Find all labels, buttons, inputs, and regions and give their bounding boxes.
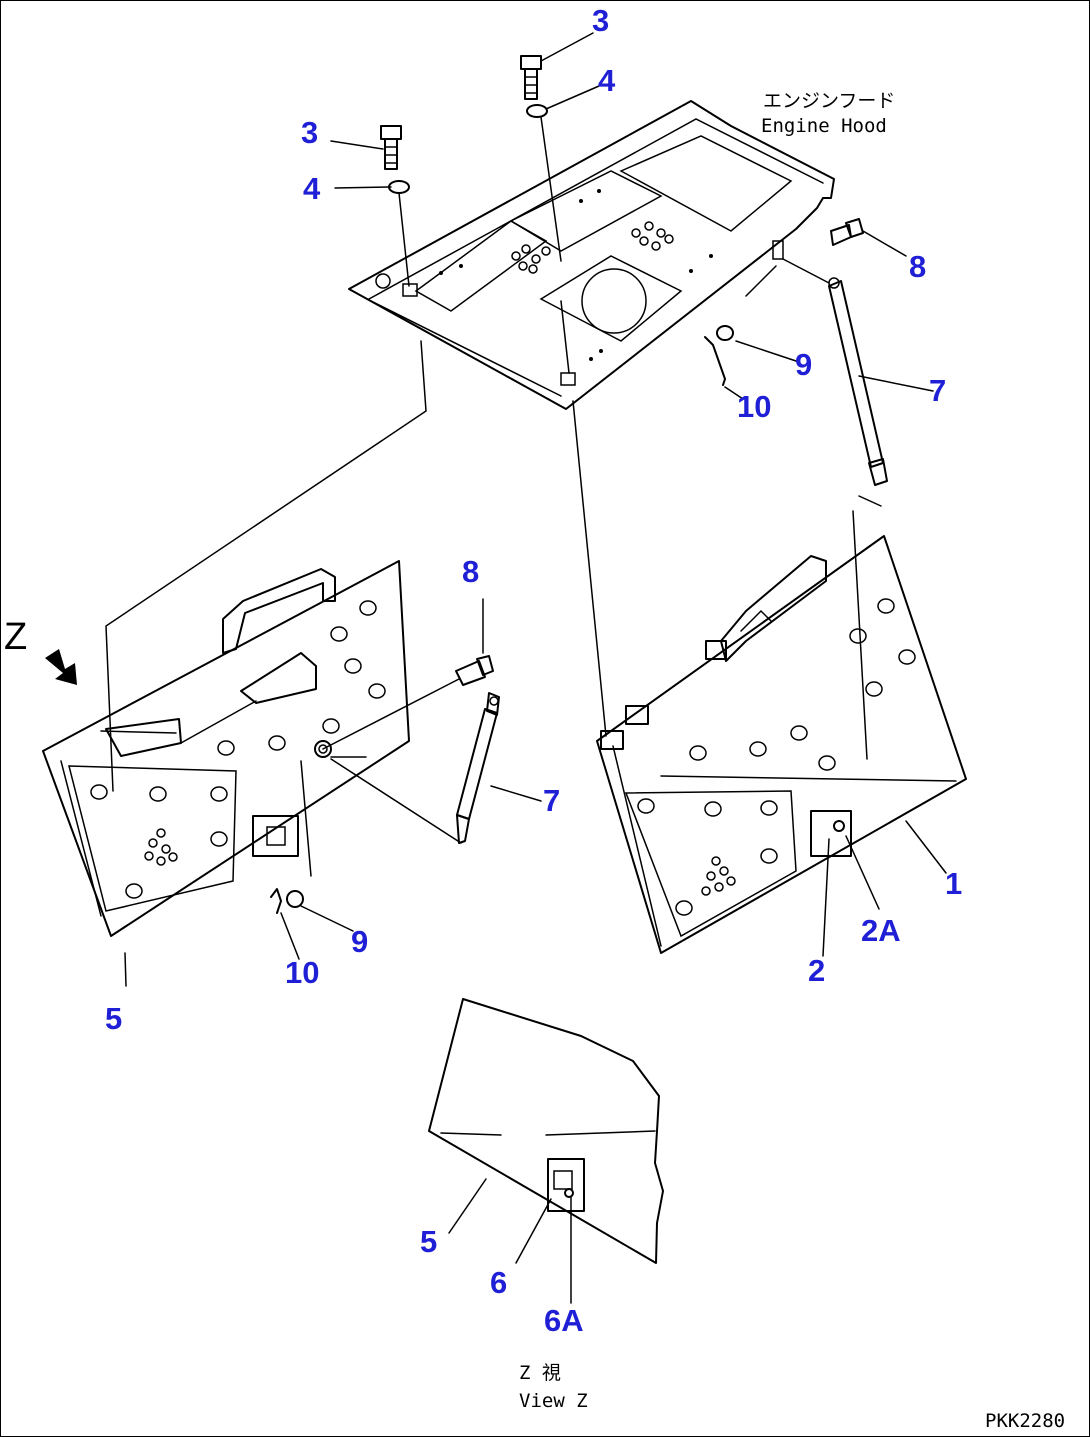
callout-3-upper: 3 bbox=[592, 3, 610, 38]
view-z-label-jp: Z 視 bbox=[519, 1362, 561, 1384]
callout-7-lower: 7 bbox=[543, 783, 561, 818]
cover-1-holes bbox=[637, 598, 916, 916]
view-z-letter: Z bbox=[4, 616, 28, 658]
hood-grille-holes bbox=[511, 221, 674, 274]
callout-2A: 2A bbox=[861, 913, 901, 948]
washer-9-lower bbox=[286, 890, 304, 908]
callout-1: 1 bbox=[945, 866, 963, 901]
side-cover-1-right bbox=[596, 535, 967, 954]
cover-5-handle bbox=[222, 568, 336, 654]
view-z-detail bbox=[428, 998, 664, 1264]
engine-hood-label-jp: エンジンフード bbox=[763, 90, 896, 112]
callout-3-left: 3 bbox=[301, 115, 319, 150]
leader-lines bbox=[280, 32, 947, 1304]
view-z-arrow bbox=[45, 649, 77, 685]
hood-stay-bracket bbox=[772, 240, 784, 260]
callout-4-upper: 4 bbox=[598, 63, 616, 98]
cover-1-vent-holes bbox=[701, 856, 736, 896]
side-cover-5-left bbox=[42, 560, 410, 937]
cover-1-hinge bbox=[600, 730, 624, 750]
callout-8-upper: 8 bbox=[909, 249, 927, 284]
callout-9-lower: 9 bbox=[351, 924, 369, 959]
cover-1-handle bbox=[720, 555, 827, 662]
bolt-3-left bbox=[380, 125, 402, 170]
cover-1-lock-plate-2 bbox=[810, 810, 852, 857]
cover-5-stay-bracket bbox=[314, 740, 332, 758]
view-z-lock-plate-6 bbox=[547, 1158, 585, 1212]
callout-6A: 6A bbox=[544, 1303, 584, 1338]
callout-7-upper: 7 bbox=[929, 373, 947, 408]
washer-4-left bbox=[388, 180, 410, 194]
gas-stay-7-lower bbox=[456, 692, 500, 844]
callout-9-upper: 9 bbox=[795, 347, 813, 382]
hood-grille-panel bbox=[619, 135, 793, 232]
hood-fan-circle bbox=[581, 268, 647, 334]
cover-5-holes bbox=[90, 600, 386, 899]
split-pin-10-lower bbox=[270, 888, 282, 914]
cover-5-lock-housing bbox=[252, 815, 299, 857]
pin-8-upper bbox=[830, 218, 864, 246]
bolt-3-upper bbox=[520, 55, 542, 100]
cover-5-vent-holes bbox=[144, 828, 178, 866]
split-pin-10-upper bbox=[704, 336, 726, 386]
callout-5-view: 5 bbox=[420, 1224, 438, 1259]
washer-9-upper bbox=[716, 325, 734, 341]
callout-10-upper: 10 bbox=[737, 389, 772, 424]
cover-1-lock-2A bbox=[833, 820, 845, 832]
hood-hinge-right bbox=[560, 372, 576, 386]
callout-5-left: 5 bbox=[105, 1001, 123, 1036]
engine-hood-part bbox=[348, 100, 835, 410]
callout-4-left: 4 bbox=[303, 171, 321, 206]
washer-4-upper bbox=[526, 104, 548, 118]
hood-hinge-left bbox=[402, 283, 418, 297]
callout-2: 2 bbox=[808, 953, 826, 988]
pin-8-lower bbox=[455, 655, 494, 686]
callout-10-lower: 10 bbox=[285, 955, 320, 990]
callout-6: 6 bbox=[490, 1265, 508, 1300]
callout-8-lower: 8 bbox=[462, 554, 480, 589]
view-z-label-en: View Z bbox=[519, 1390, 588, 1412]
gas-stay-7-upper bbox=[828, 277, 888, 486]
view-z-lock-6A bbox=[564, 1188, 574, 1198]
cover-5-hinge bbox=[105, 718, 182, 757]
drawing-code: PKK2280 bbox=[985, 1410, 1066, 1432]
engine-hood-label-en: Engine Hood bbox=[761, 115, 887, 137]
